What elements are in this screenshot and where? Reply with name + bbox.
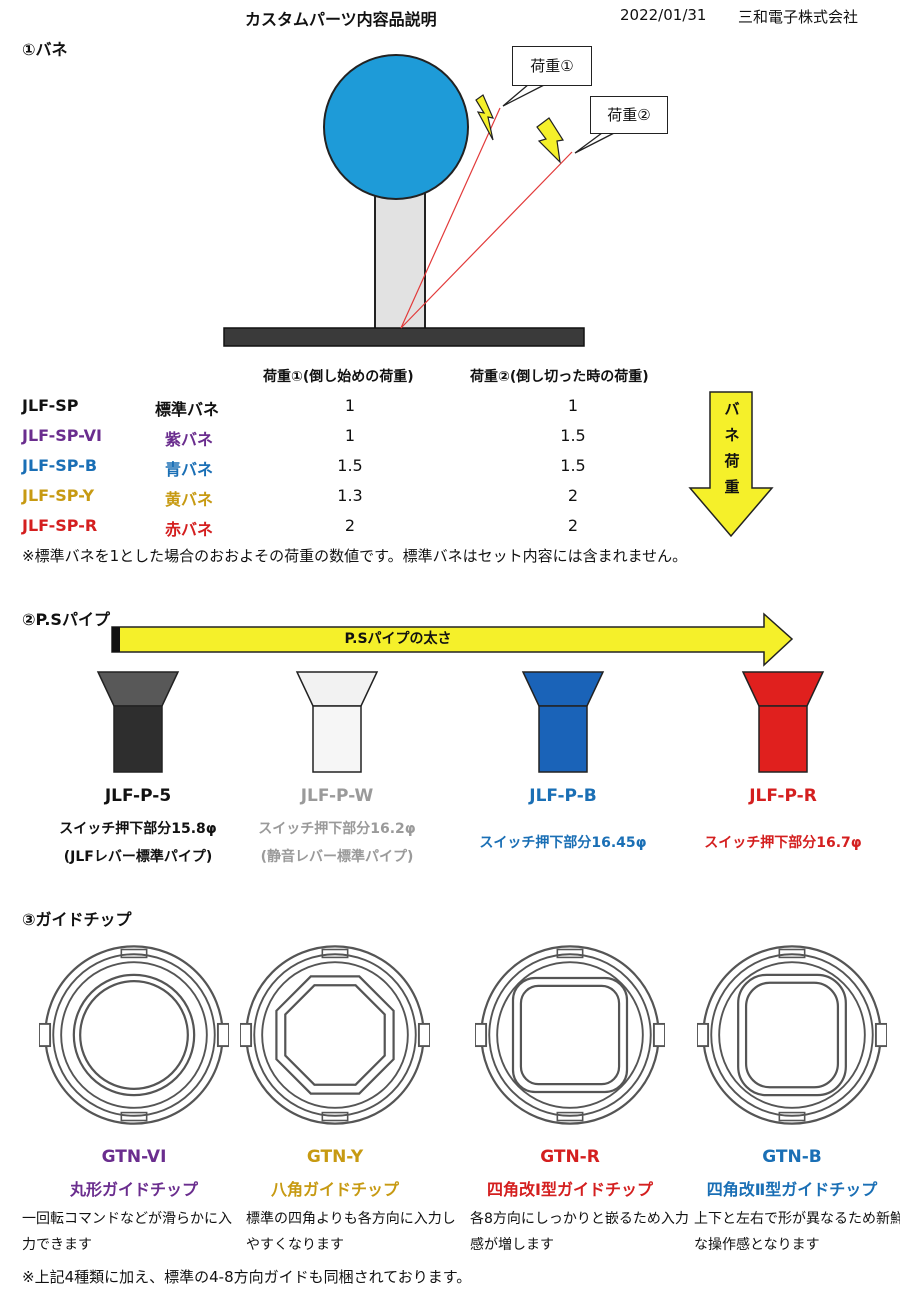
document-date: 2022/01/31 xyxy=(620,6,707,24)
spring-name: 標準バネ xyxy=(155,400,220,419)
pipe-note: (JLFレバー標準パイプ) xyxy=(63,849,213,865)
guide-type: 四角改Ⅰ型ガイドチップ xyxy=(487,1180,653,1199)
spring-load-2: 1 xyxy=(567,396,579,415)
pipe-code: JLF-P-W xyxy=(300,786,374,806)
pipe-body xyxy=(538,705,588,773)
pipe-head xyxy=(521,671,605,707)
lever-shaft xyxy=(374,189,426,331)
lightning-1-icon xyxy=(475,94,495,141)
spring-code: JLF-SP xyxy=(22,396,79,415)
spring-name: 紫バネ xyxy=(165,430,214,449)
pipe-shape xyxy=(295,671,379,773)
guide-section-title: ③ガイドチップ xyxy=(22,910,132,929)
pipe-arrow-label: P.Sパイプの太さ xyxy=(344,631,452,647)
pipe-desc: スイッチ押下部分16.2φ xyxy=(258,821,416,837)
pipe-head xyxy=(741,671,825,707)
pipe-desc: スイッチ押下部分16.45φ xyxy=(479,835,647,851)
page-title: カスタムパーツ内容品説明 xyxy=(245,10,437,29)
guide-type: 四角改Ⅱ型ガイドチップ xyxy=(706,1180,878,1199)
load-1-line xyxy=(400,107,501,329)
spring-code: JLF-SP-R xyxy=(22,516,98,535)
lever-diagram xyxy=(223,54,621,347)
guide-type: 八角ガイドチップ xyxy=(270,1180,399,1199)
spring-name: 黄バネ xyxy=(165,490,214,509)
pipe-code: JLF-P-R xyxy=(749,786,817,806)
pipe-note: (静音レバー標準パイプ) xyxy=(260,849,414,865)
spring-load-arrow-label: バネ荷重 xyxy=(724,400,740,496)
pipe-body xyxy=(113,705,163,773)
guide-desc: 各8方向にしっかりと嵌るため入力感が増します xyxy=(470,1211,689,1253)
pipe-shape xyxy=(741,671,825,773)
spring-load-1: 1 xyxy=(344,396,356,415)
company-name: 三和電子株式会社 xyxy=(738,8,859,26)
guide-code: GTN-Y xyxy=(306,1147,364,1167)
pipe-body xyxy=(758,705,808,773)
spring-load-1: 2 xyxy=(344,516,356,535)
spring-load-2: 2 xyxy=(567,486,579,505)
spring-load-1: 1.5 xyxy=(337,456,363,475)
guide-chip-drawing xyxy=(39,945,229,1125)
lightning-2-icon xyxy=(536,117,564,164)
spring-code: JLF-SP-B xyxy=(22,456,98,475)
spring-code: JLF-SP-VI xyxy=(22,426,103,445)
guide-type: 丸形ガイドチップ xyxy=(69,1180,198,1199)
pipe-head xyxy=(96,671,180,707)
col-header-load-2: 荷重②(倒し切った時の荷重) xyxy=(470,369,649,385)
load-2-line xyxy=(400,151,573,329)
guide-chip-drawing xyxy=(475,945,665,1125)
guide-code: GTN-B xyxy=(762,1147,822,1167)
callout-load-1: 荷重① xyxy=(512,46,592,86)
spring-section-title: ①バネ xyxy=(22,40,68,59)
col-header-load-1: 荷重①(倒し始めの荷重) xyxy=(263,369,414,385)
spring-load-arrow xyxy=(688,391,774,538)
guide-desc: 上下と左右で形が異なるため新鮮な操作感となります xyxy=(694,1211,900,1253)
spring-note: ※標準バネを1とした場合のおおよその荷重の数値です。標準バネはセット内容には含ま… xyxy=(22,547,688,565)
pipe-shape xyxy=(521,671,605,773)
guide-code: GTN-VI xyxy=(101,1147,167,1167)
pipe-code: JLF-P-5 xyxy=(104,786,172,806)
spring-load-2: 1.5 xyxy=(560,456,586,475)
guide-code: GTN-R xyxy=(540,1147,600,1167)
spring-load-1: 1.3 xyxy=(337,486,363,505)
guide-chip-drawing xyxy=(697,945,887,1125)
pipe-shape xyxy=(96,671,180,773)
spring-name: 青バネ xyxy=(165,460,214,479)
spring-name: 赤バネ xyxy=(165,520,214,539)
pipe-head xyxy=(295,671,379,707)
pipe-code: JLF-P-B xyxy=(529,786,597,806)
pipe-thickness-arrow xyxy=(111,612,794,667)
spring-load-2: 2 xyxy=(567,516,579,535)
guide-desc: 標準の四角よりも各方向に入力しやすくなります xyxy=(246,1211,456,1253)
guide-desc: 一回転コマンドなどが滑らかに入力できます xyxy=(22,1211,232,1253)
pipe-section-title: ②P.Sパイプ xyxy=(22,610,110,629)
spring-load-2: 1.5 xyxy=(560,426,586,445)
pipe-desc: スイッチ押下部分16.7φ xyxy=(704,835,862,851)
spring-code: JLF-SP-Y xyxy=(22,486,95,505)
callout-load-2: 荷重② xyxy=(590,96,668,134)
guide-note: ※上記4種類に加え、標準の4-8方向ガイドも同梱されております。 xyxy=(22,1268,472,1286)
pipe-desc: スイッチ押下部分15.8φ xyxy=(59,821,217,837)
lever-ball xyxy=(323,54,469,200)
pipe-body xyxy=(312,705,362,773)
spring-load-1: 1 xyxy=(344,426,356,445)
lever-base xyxy=(223,327,585,347)
guide-chip-drawing xyxy=(240,945,430,1125)
